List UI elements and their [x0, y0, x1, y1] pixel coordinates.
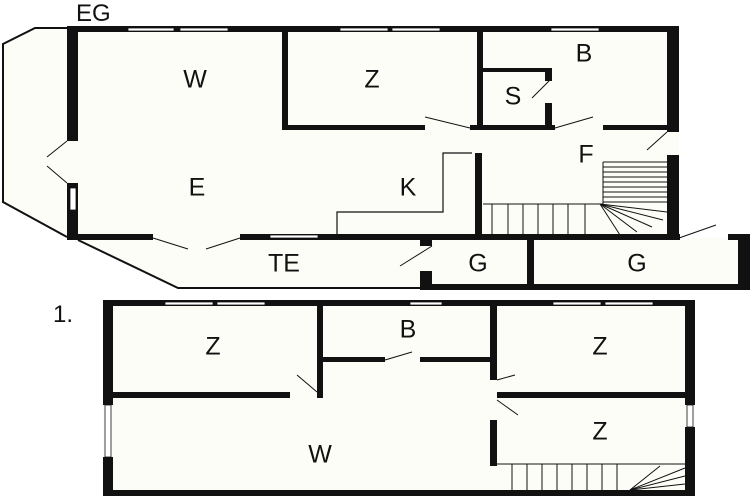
- outlines: [2, 27, 472, 289]
- left-terrace-outline: [2, 27, 68, 238]
- room-label-hall: F: [578, 140, 594, 169]
- room-label-dining: E: [188, 173, 206, 202]
- ground-floor-stairs: [483, 161, 668, 236]
- room-label-kitchen: K: [399, 173, 417, 202]
- first-floor-stairs: [497, 463, 686, 491]
- garage-fill: [420, 238, 750, 288]
- ground-floor-windows: [69, 27, 600, 239]
- room-label-bath: B: [575, 39, 593, 68]
- terrace-outline: [77, 239, 420, 289]
- room-label-garage-left: G: [468, 249, 488, 278]
- room-label-terrace: TE: [268, 249, 300, 278]
- left-terrace-fill: [3, 28, 67, 237]
- kitchen-counter: [336, 152, 472, 235]
- room-label-living-upper: W: [308, 440, 332, 469]
- room-label-bedroom: Z: [364, 65, 380, 94]
- room-label-living: W: [183, 65, 207, 94]
- first-floor-walls: [103, 300, 695, 496]
- terrace-fill: [78, 240, 420, 288]
- room-label-bedroom-right-top: Z: [592, 332, 608, 361]
- ground-floor-title: EG: [76, 0, 111, 27]
- room-label-bedroom-left: Z: [205, 332, 221, 361]
- first-floor-doors: [296, 351, 519, 416]
- first-floor-title: 1.: [53, 301, 74, 328]
- ground-floor-fill: [67, 28, 679, 240]
- room-label-bath-upper: B: [399, 315, 417, 344]
- room-label-bedroom-right-bottom: Z: [592, 417, 608, 446]
- room-label-garage-right: G: [627, 249, 647, 278]
- first-floor-windows: [104, 301, 694, 458]
- room-label-storage: S: [504, 82, 522, 111]
- ground-floor-doors: [46, 80, 717, 267]
